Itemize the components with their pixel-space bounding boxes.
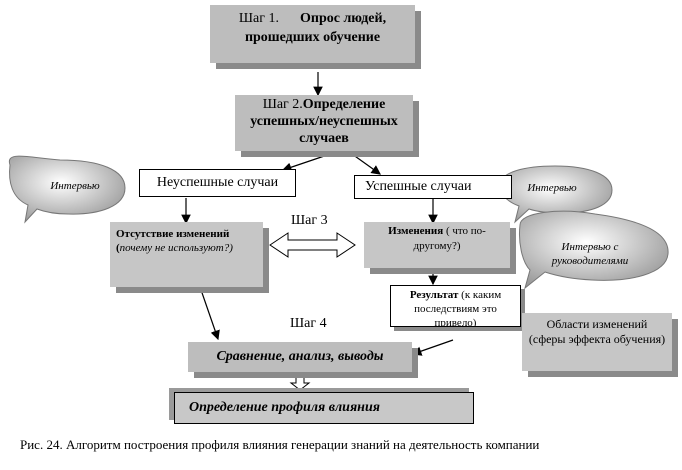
compare-label: Сравнение, анализ, выводы <box>216 349 384 364</box>
result-bold: Результат <box>409 289 459 301</box>
figure-caption: Рис. 24. Алгоритм построения профиля вли… <box>20 437 540 452</box>
arrow-step2-successful <box>344 148 381 175</box>
no-change-open: ( <box>116 242 120 254</box>
interview-bubble-right <box>499 165 613 224</box>
result-rest: (к каким последствиям это привело) <box>414 289 502 327</box>
changes-box: Изменения ( что по-другому?) <box>364 222 510 268</box>
interview-left-text: Интервью <box>50 180 100 192</box>
interview-managers-text: Интервью с руководителями <box>551 241 629 267</box>
step1-title: Опрос людей, прошедших обучение <box>244 11 387 45</box>
changes-rest: ( что по-другому?) <box>413 225 486 252</box>
step1-prefix: Шаг 1. <box>238 11 279 26</box>
profile-box: Определение профиля влияния <box>174 392 474 424</box>
changes-bold: Изменения <box>388 225 444 237</box>
compare-box: Сравнение, анализ, выводы <box>188 342 412 372</box>
step3-double-arrow <box>269 232 356 258</box>
successful-cases-box: Успешные случаи <box>354 175 512 199</box>
interview-managers-bubble <box>519 210 669 290</box>
interview-right-text: Интервью <box>527 182 577 194</box>
compare-profile-arrow <box>289 375 311 391</box>
profile-label: Определение профиля влияния <box>189 400 380 415</box>
step4-label: Шаг 4 <box>290 316 327 331</box>
step2-title: Определение успешных/неуспешных случаев <box>250 97 398 146</box>
successful-label: Успешные случаи <box>365 179 472 194</box>
unsuccessful-cases-box: Неуспешные случаи <box>139 169 296 197</box>
no-change-bold: Отсутствие изменений <box>116 228 230 240</box>
arrow-result-compare <box>411 339 454 356</box>
arrow-step2-unsuccessful <box>281 148 346 172</box>
step2-prefix: Шаг 2. <box>262 97 303 112</box>
no-change-box: Отсутствие изменений (почему не использу… <box>110 222 263 287</box>
step1-box: Шаг 1. Опрос людей, прошедших обучение <box>210 5 415 63</box>
interview-bubble-left <box>8 155 126 224</box>
step3-label: Шаг 3 <box>291 213 328 228</box>
unsuccessful-label: Неуспешные случаи <box>156 175 279 190</box>
result-box: Результат (к каким последствиям это прив… <box>390 285 521 327</box>
areas-of-change-box: Области изменений (сферы эффекта обучени… <box>522 313 672 371</box>
no-change-italic: почему не используют?) <box>119 242 233 254</box>
step2-box: Шаг 2.Определение успешных/неуспешных сл… <box>235 95 413 151</box>
arrow-nochange-compare <box>199 286 220 341</box>
areas-label: Области изменений (сферы эффекта обучени… <box>528 317 666 346</box>
